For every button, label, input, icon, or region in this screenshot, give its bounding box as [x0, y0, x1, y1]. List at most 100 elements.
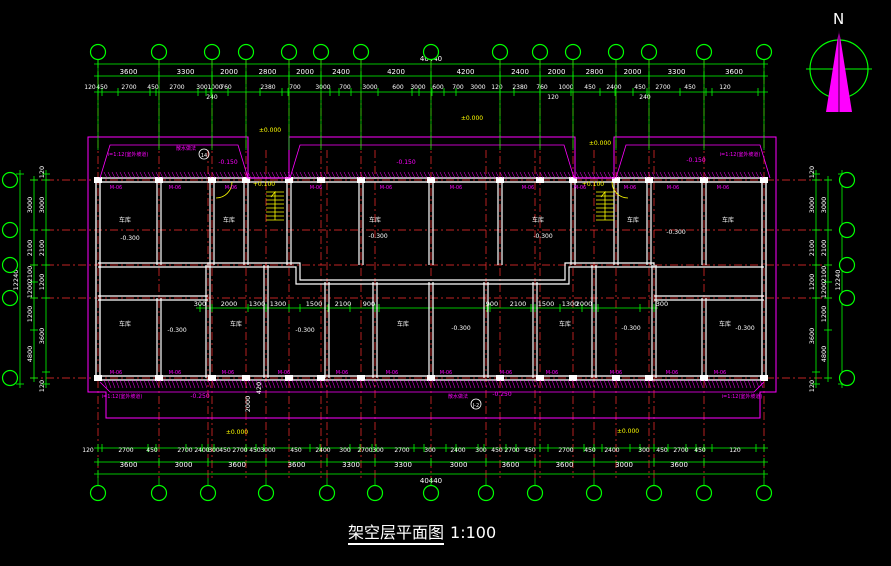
dim-axis-top-text: 2800	[259, 68, 277, 76]
hatch-line	[387, 171, 392, 179]
dim-axis-bottom-text: 3300	[342, 461, 360, 469]
dim-vertical-text: 420	[255, 382, 263, 394]
hatch-line	[531, 171, 536, 179]
dim-axis-bottom-text: 3600	[228, 461, 246, 469]
hatch-line	[191, 171, 196, 179]
hatch-line	[279, 379, 284, 389]
hatch-line	[659, 171, 664, 179]
dim-detail-bottom-text: 300	[372, 447, 384, 454]
hatch-line	[355, 379, 360, 389]
hatch-line	[575, 379, 580, 389]
dim-axis-top-text: 2000	[624, 68, 642, 76]
hatch-line	[311, 379, 316, 389]
hatch-line	[687, 171, 692, 179]
hatch-line	[563, 379, 568, 389]
hatch-line	[491, 379, 496, 389]
hatch-line	[151, 171, 156, 179]
dimension-lines	[16, 60, 846, 478]
axis-bubble-left-circle	[1, 289, 19, 307]
column	[427, 375, 435, 381]
hatch-line	[399, 379, 404, 389]
hatch-line	[735, 171, 740, 179]
hatch-line	[715, 171, 720, 179]
room-label: 车库	[627, 216, 639, 224]
level-text: -0.300	[666, 229, 686, 236]
hatch-line	[239, 379, 244, 389]
hatch-line	[355, 171, 360, 179]
hatch-line	[679, 379, 684, 389]
dim-axis-bottom-text: 3600	[120, 461, 138, 469]
dim-detail-top-text: 450	[634, 84, 646, 91]
level-text: ±0.000	[461, 115, 483, 122]
dim-detail-top-text: 2700	[121, 84, 136, 91]
hatch-line	[627, 379, 632, 389]
dim-detail-bottom-text: 2700	[177, 447, 192, 454]
axis-bubble-right-circle	[838, 221, 856, 239]
dim-detail-top-text: 3000	[410, 84, 425, 91]
hatch-line	[555, 379, 560, 389]
hatch-line	[303, 171, 308, 179]
hatch-line	[587, 379, 592, 389]
axis-bubble-left-circle	[1, 171, 19, 189]
hatch-line	[111, 171, 116, 179]
hatch-line	[135, 171, 140, 179]
hatch-line	[283, 171, 288, 179]
dim-interior-text: 1300	[562, 300, 579, 308]
hatch-line	[519, 171, 524, 179]
hatch-line	[527, 379, 532, 389]
dim-detail-bottom-text: 2400	[194, 447, 209, 454]
dim-total-right-text: 12240	[834, 270, 842, 291]
level-text: -0.150	[396, 159, 416, 166]
window-tag: M-06	[336, 370, 348, 376]
column	[208, 375, 216, 381]
hatch-line	[455, 171, 460, 179]
hatch-line	[507, 379, 512, 389]
hatch-line	[691, 379, 696, 389]
hatch-line	[547, 379, 552, 389]
hatch-line	[115, 171, 120, 179]
hatch-line	[195, 171, 200, 179]
axis-bubble-bottom-circle	[526, 484, 544, 502]
hatch-line	[375, 171, 380, 179]
dim-total-left-text: 12240	[12, 270, 20, 291]
dim-detail-top-text: 600	[432, 84, 444, 91]
hatch-line	[167, 171, 172, 179]
column	[496, 177, 504, 183]
hatch-line	[179, 171, 184, 179]
column	[357, 375, 365, 381]
dim-detail-top-text: 2400	[606, 84, 621, 91]
hatch-line	[495, 379, 500, 389]
hatch-line	[707, 171, 712, 179]
dim-detail-bottom-text: 2700	[504, 447, 519, 454]
hatch-line	[291, 379, 296, 389]
axis-bubble-right-circle	[838, 171, 856, 189]
hatch-line	[267, 171, 272, 179]
dim-detail-top-text: 450	[147, 84, 159, 91]
hatch-line	[139, 379, 144, 389]
hatch-line	[139, 171, 144, 179]
hatch-line	[227, 171, 232, 179]
window-tag: M-06	[666, 370, 678, 376]
hatch-line	[275, 379, 280, 389]
hatch-line	[595, 379, 600, 389]
hatch-line	[307, 171, 312, 179]
hatch-line	[411, 171, 416, 179]
dim-detail-bottom-text: 2700	[118, 447, 133, 454]
dim-detail-bottom-text: 450	[656, 447, 668, 454]
hatch-line	[243, 379, 248, 389]
hatch-line	[347, 379, 352, 389]
section-ref-circle	[198, 148, 210, 160]
door-swing	[611, 181, 629, 199]
hatch-line	[319, 379, 324, 389]
hatch-line	[431, 379, 436, 389]
window-tag: M-06	[110, 185, 122, 191]
column	[569, 177, 577, 183]
hatch-line	[475, 171, 480, 179]
hatch-line	[395, 379, 400, 389]
hatch-line	[547, 171, 552, 179]
ramp-note: i=1:12(室外坡道)	[720, 151, 761, 158]
dim-detail-top-text: 700	[289, 84, 301, 91]
hatch-line	[743, 379, 748, 389]
hatch-line	[535, 171, 540, 179]
section-ref-circle	[470, 398, 482, 410]
